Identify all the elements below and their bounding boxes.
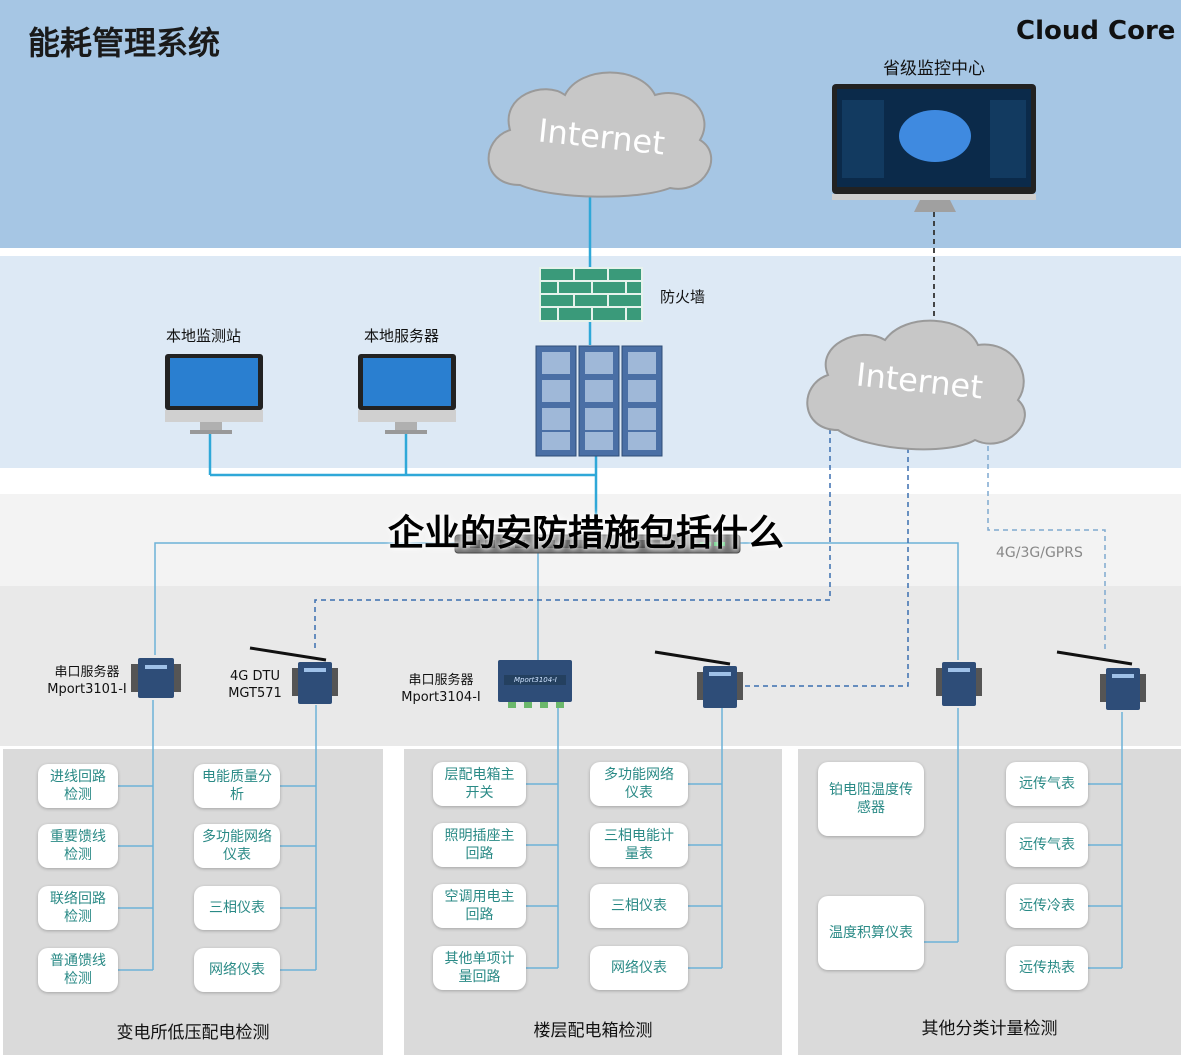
floor-item: 层配电箱主开关	[433, 762, 526, 806]
other-item: 远传冷表	[1006, 884, 1088, 928]
other-item: 远传气表	[1006, 823, 1088, 867]
mport3104-label-line2: Mport3104-I	[401, 690, 481, 705]
network-switch-icon	[454, 534, 741, 554]
other-item-text: 远传冷表	[1019, 898, 1075, 914]
mport3101-label-line1: 串口服务器	[54, 665, 120, 680]
floor-item-text: 层配电箱主开关	[444, 767, 515, 801]
substation-item: 电能质量分析	[194, 764, 280, 808]
floor-item-text: 其他单项计量回路	[444, 951, 515, 985]
floor-item: 其他单项计量回路	[433, 946, 526, 990]
substation-item: 网络仪表	[194, 948, 280, 992]
other-item-text: 温度积算仪表	[829, 925, 913, 941]
serial-device-icon-2	[936, 662, 982, 706]
network-4g-label: 4G/3G/GPRS	[996, 545, 1083, 561]
province-center-label: 省级监控中心	[883, 59, 985, 79]
other-title: 其他分类计量检测	[921, 1019, 1058, 1039]
floor-item: 照明插座主回路	[433, 823, 526, 867]
floor-title: 楼层配电箱检测	[533, 1021, 653, 1041]
overlay-title: 企业的安防措施包括什么	[388, 513, 785, 554]
local-station-label: 本地监测站	[166, 327, 242, 345]
substation-item: 多功能网络仪表	[194, 824, 280, 868]
floor-item: 三相电能计量表	[590, 823, 688, 867]
other-item-text: 远传气表	[1019, 837, 1075, 853]
other-item: 温度积算仪表	[818, 896, 924, 970]
floor-item: 多功能网络仪表	[590, 762, 688, 806]
other-item-text: 远传气表	[1019, 776, 1075, 792]
substation-item: 联络回路检测	[38, 886, 118, 930]
dtu-device-icon	[249, 646, 338, 704]
floor-item-text: 网络仪表	[611, 960, 667, 976]
floor-item: 网络仪表	[590, 946, 688, 990]
mport3104-label: 串口服务器 Mport3104-I	[396, 672, 486, 706]
local-server-label: 本地服务器	[364, 327, 440, 345]
substation-item: 重要馈线检测	[38, 824, 118, 868]
substation-item-text: 联络回路检测	[50, 891, 106, 925]
floor-item-text: 三相仪表	[611, 898, 667, 914]
substation-item-text: 电能质量分析	[202, 769, 272, 803]
local-server-monitor-icon	[358, 354, 456, 434]
other-item: 远传气表	[1006, 762, 1088, 806]
substation-item: 普通馈线检测	[38, 948, 118, 992]
substation-item-text: 多功能网络仪表	[202, 829, 272, 863]
substation-item-text: 网络仪表	[209, 962, 265, 978]
mport3104-device-icon	[498, 660, 572, 708]
mport3101-device-icon	[131, 658, 181, 698]
province-monitor-icon	[832, 84, 1036, 212]
other-item: 铂电阻温度传感器	[818, 762, 924, 836]
internet-cloud-top	[487, 71, 713, 198]
mport3104-face-label: Mport3104-I	[514, 676, 557, 684]
wireless-device-icon-1	[654, 650, 743, 708]
substation-title: 变电所低压配电检测	[116, 1023, 270, 1043]
firewall-label: 防火墙	[660, 288, 706, 306]
substation-item-text: 重要馈线检测	[50, 829, 106, 863]
brand-label: Cloud Core	[1016, 16, 1176, 46]
mport3101-label-line2: Mport3101-I	[47, 682, 127, 697]
device-layer-band	[0, 586, 1181, 746]
other-item-text: 远传热表	[1019, 960, 1075, 976]
page-title: 能耗管理系统	[28, 24, 221, 62]
wireless-device-icon-2	[1056, 650, 1146, 710]
server-rack-icon	[535, 345, 663, 457]
mport3104-label-line1: 串口服务器	[408, 673, 474, 688]
mport3101-label: 串口服务器 Mport3101-I	[40, 664, 134, 698]
substation-item: 三相仪表	[194, 886, 280, 930]
floor-item-text: 空调用电主回路	[444, 889, 515, 923]
internet-cloud-right	[806, 319, 1026, 451]
dtu-label: 4G DTU MGT571	[222, 668, 288, 702]
floor-item-text: 多功能网络仪表	[604, 767, 674, 801]
other-item-text: 铂电阻温度传感器	[829, 782, 913, 816]
floor-item-text: 三相电能计量表	[604, 828, 674, 862]
substation-item-text: 三相仪表	[209, 900, 265, 916]
substation-item-text: 普通馈线检测	[50, 953, 106, 987]
local-station-monitor-icon	[165, 354, 263, 434]
substation-item-text: 进线回路检测	[50, 769, 106, 803]
firewall-icon	[539, 267, 643, 322]
substation-item: 进线回路检测	[38, 764, 118, 808]
floor-item: 三相仪表	[590, 884, 688, 928]
other-item: 远传热表	[1006, 946, 1088, 990]
dtu-label-line2: MGT571	[228, 686, 282, 701]
floor-item: 空调用电主回路	[433, 884, 526, 928]
floor-item-text: 照明插座主回路	[444, 828, 515, 862]
dtu-label-line1: 4G DTU	[230, 669, 280, 684]
